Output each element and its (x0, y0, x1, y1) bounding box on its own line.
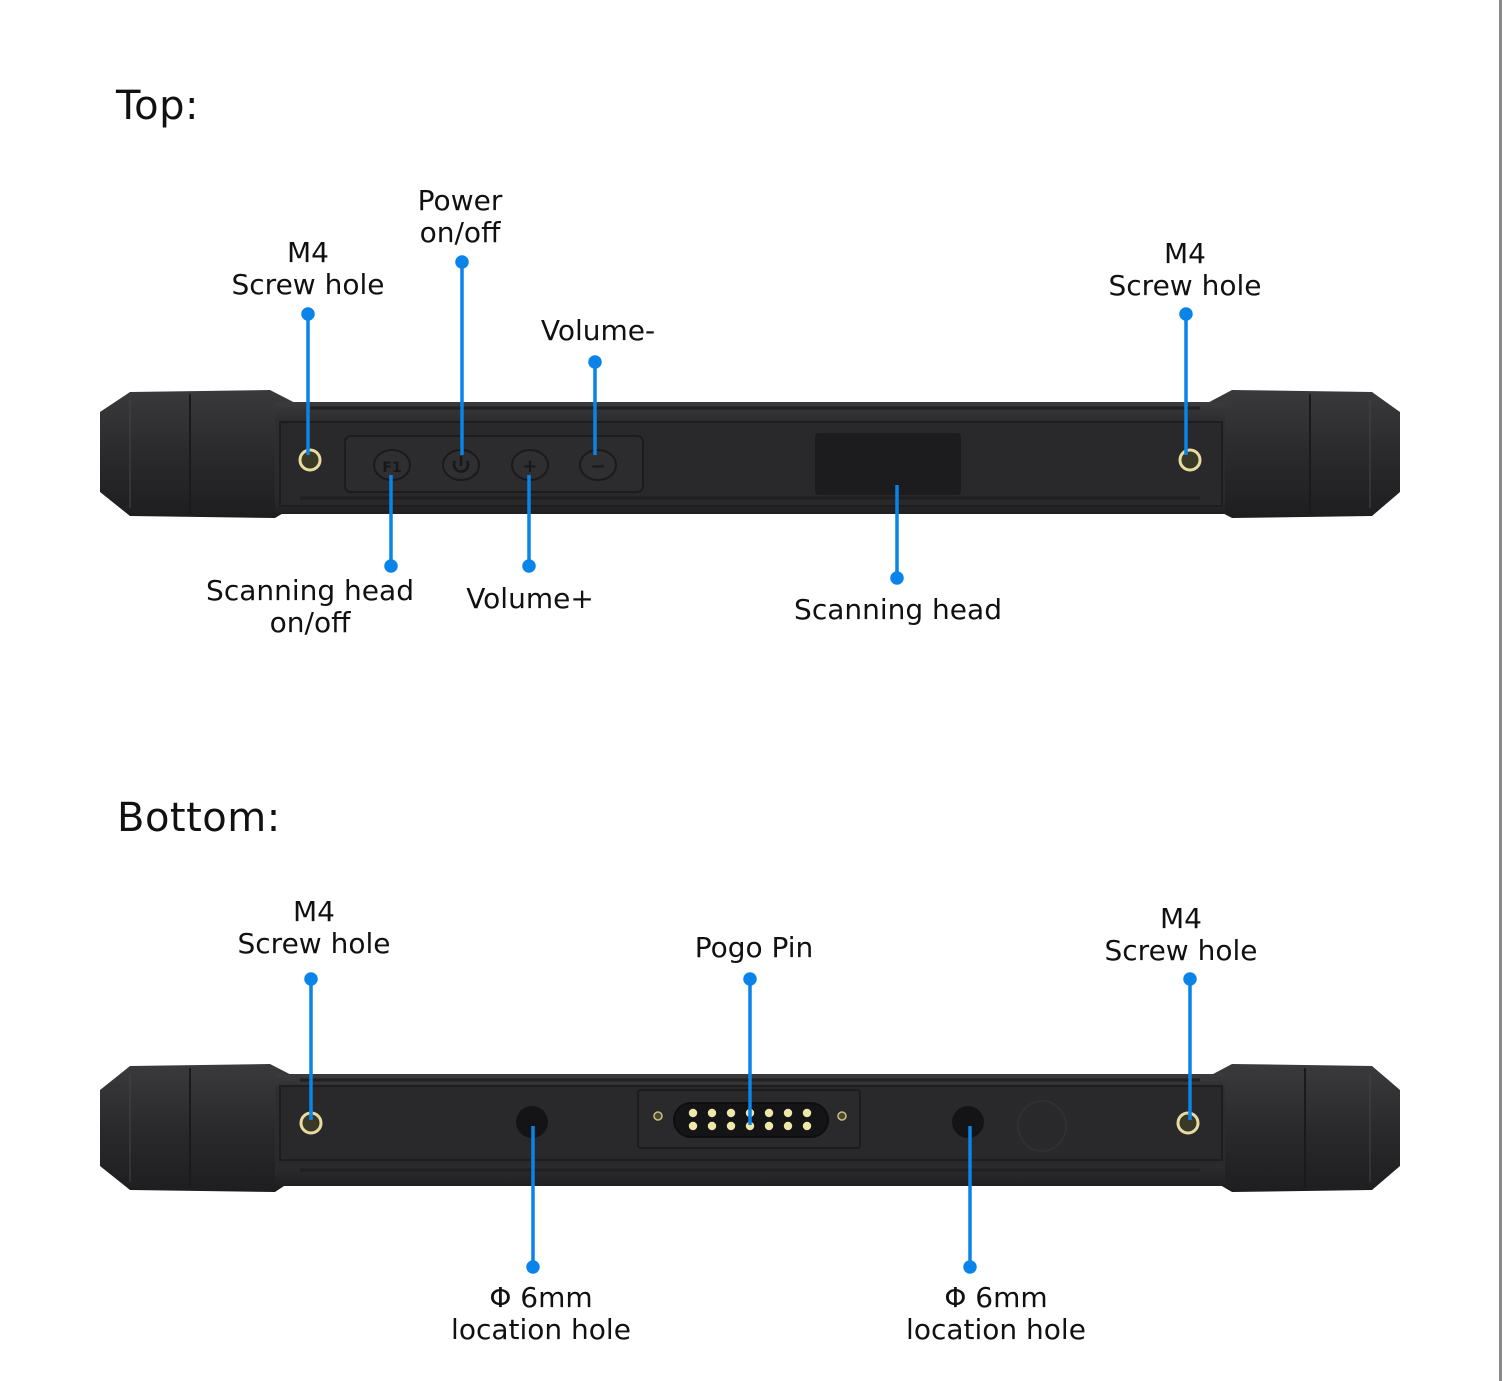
label-line: M4 (287, 236, 329, 269)
label-line: location hole (906, 1313, 1086, 1346)
label-line: Volume+ (466, 582, 594, 615)
button-panel (344, 435, 644, 493)
callout-power (455, 255, 469, 455)
volume-down-button[interactable]: − (579, 449, 617, 481)
callout-top-m4-left (301, 307, 315, 455)
label-scanning-head: Scanning head (794, 594, 1002, 626)
bottom-callouts (304, 972, 1197, 1274)
pogo-pin (783, 1121, 793, 1131)
label-line: Φ 6mm (944, 1281, 1048, 1314)
pogo-pin (688, 1108, 698, 1118)
pogo-pin (764, 1121, 774, 1131)
callout-location-left (526, 1126, 540, 1274)
top-left-bumper (100, 390, 305, 518)
pogo-pins (688, 1108, 812, 1131)
label-top-m4-right: M4 Screw hole (1109, 238, 1262, 302)
label-volume-plus: Volume+ (466, 583, 594, 615)
pogo-pin (726, 1108, 736, 1118)
label-line: Scanning head (206, 574, 414, 607)
f1-button-label: F1 (382, 460, 401, 476)
label-line: on/off (269, 606, 351, 639)
pogo-pin (783, 1108, 793, 1118)
minus-icon: − (590, 456, 605, 477)
label-line: Φ 6mm (489, 1281, 593, 1314)
callout-volume-minus (588, 355, 602, 455)
bottom-right-bumper (1198, 1064, 1400, 1192)
volume-up-button[interactable]: + (511, 449, 549, 481)
top-callouts (301, 255, 1193, 585)
label-location-left: Φ 6mm location hole (451, 1282, 631, 1346)
label-line: M4 (1164, 237, 1206, 270)
top-left-screw-hole (298, 448, 322, 472)
callout-pogo-pin (743, 972, 757, 1125)
callout-bottom-m4-left (304, 972, 318, 1120)
label-line: Screw hole (237, 927, 391, 960)
label-scan-onoff: Scanning head on/off (206, 575, 414, 639)
pogo-pin (802, 1121, 812, 1131)
top-right-screw-hole (1178, 448, 1202, 472)
callout-volume-plus (522, 475, 536, 573)
pogo-pin (707, 1108, 717, 1118)
molded-circle-mark (1017, 1100, 1067, 1152)
label-line: Screw hole (231, 268, 385, 301)
pogo-pin (802, 1108, 812, 1118)
top-section-title: Top: (116, 83, 199, 129)
power-button[interactable] (442, 449, 480, 481)
scanner-window (815, 433, 961, 495)
label-line: M4 (1160, 902, 1202, 935)
label-top-m4-left: M4 Screw hole (232, 237, 385, 301)
label-line: location hole (451, 1313, 631, 1346)
pogo-pin (726, 1121, 736, 1131)
callout-top-m4-right (1179, 307, 1193, 455)
power-icon (452, 460, 470, 473)
pogo-pin (745, 1121, 755, 1131)
callout-location-right (963, 1126, 977, 1274)
label-line: Power (417, 184, 503, 217)
pogo-pin (688, 1121, 698, 1131)
f1-button[interactable]: F1 (373, 449, 411, 481)
label-bottom-m4-left: M4 Screw hole (238, 896, 391, 960)
callout-bottom-m4-right (1183, 972, 1197, 1120)
pogo-pin (764, 1108, 774, 1118)
bottom-right-screw-hole (1176, 1111, 1200, 1135)
label-line: Pogo Pin (694, 931, 814, 964)
bottom-section-title: Bottom: (117, 795, 281, 841)
label-line: Volume- (540, 314, 656, 347)
pogo-pin (707, 1121, 717, 1131)
bottom-right-location-hole (952, 1106, 984, 1138)
label-location-right: Φ 6mm location hole (906, 1282, 1086, 1346)
bottom-left-location-hole (516, 1106, 548, 1138)
label-volume-minus: Volume- (541, 315, 655, 347)
callout-scanning-head (890, 485, 904, 585)
bottom-left-bumper (100, 1064, 305, 1192)
top-right-bumper (1198, 390, 1400, 518)
top-device: F1 + − (100, 390, 1400, 518)
label-line: on/off (419, 216, 501, 249)
bottom-device (100, 1064, 1400, 1192)
label-line: Scanning head (794, 593, 1002, 626)
label-line: Screw hole (1104, 934, 1258, 967)
label-line: Screw hole (1108, 269, 1262, 302)
page-edge-divider (1499, 0, 1502, 1381)
callout-scan-onoff (384, 475, 398, 573)
label-power: Power on/off (418, 185, 503, 249)
plus-icon: + (522, 456, 537, 477)
label-bottom-m4-right: M4 Screw hole (1105, 903, 1258, 967)
label-pogo-pin: Pogo Pin (695, 932, 814, 964)
label-line: M4 (293, 895, 335, 928)
